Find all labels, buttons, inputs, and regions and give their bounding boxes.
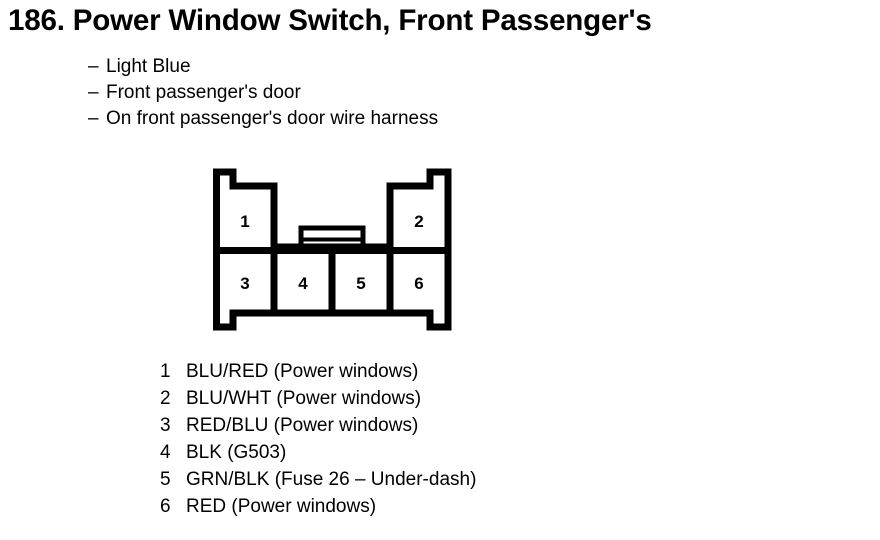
- connector-pin-label-1: 1: [240, 212, 249, 231]
- dash-bullet-icon: –: [88, 82, 99, 103]
- pin-legend-number: 1: [160, 361, 171, 382]
- pin-legend-row: 1 BLU/RED (Power windows): [160, 358, 760, 385]
- pin-legend-description: BLU/RED (Power windows): [186, 361, 419, 382]
- connector-pin-label-6: 6: [414, 274, 423, 293]
- pin-legend-row: 4 BLK (G503): [160, 439, 760, 466]
- pin-legend-list: 1 BLU/RED (Power windows) 2 BLU/WHT (Pow…: [160, 358, 760, 520]
- connector-pin-label-3: 3: [240, 274, 249, 293]
- pin-legend-number: 5: [160, 469, 171, 490]
- pin-legend-description: RED (Power windows): [186, 496, 377, 517]
- spec-list-item-color: – Light Blue: [88, 54, 688, 80]
- pin-legend-number: 3: [160, 415, 171, 436]
- pin-legend-description: BLU/WHT (Power windows): [186, 388, 422, 409]
- connector-outer-shell: [213, 168, 452, 331]
- connector-pin-label-4: 4: [298, 274, 308, 293]
- pin-legend-description: RED/BLU (Power windows): [186, 415, 419, 436]
- dash-bullet-icon: –: [88, 56, 99, 77]
- pin-legend-number: 2: [160, 388, 171, 409]
- pin-legend-description: GRN/BLK (Fuse 26 – Under-dash): [186, 469, 477, 490]
- pin-legend-number: 4: [160, 442, 171, 463]
- connector-diagram-svg: 1 2 3 4 5 6: [213, 168, 452, 331]
- spec-list-item-harness: – On front passenger's door wire harness: [88, 106, 688, 132]
- dash-bullet-icon: –: [88, 108, 99, 129]
- pin-legend-description: BLK (G503): [186, 442, 287, 463]
- pin-legend-row: 2 BLU/WHT (Power windows): [160, 385, 760, 412]
- connector-pin-label-5: 5: [356, 274, 365, 293]
- pin-legend-row: 6 RED (Power windows): [160, 493, 760, 520]
- pin-legend-row: 5 GRN/BLK (Fuse 26 – Under-dash): [160, 466, 760, 493]
- spec-label-harness: On front passenger's door wire harness: [106, 108, 439, 129]
- spec-list-item-location: – Front passenger's door: [88, 80, 688, 106]
- pin-legend-number: 6: [160, 496, 171, 517]
- spec-label-location: Front passenger's door: [106, 82, 301, 103]
- connector-diagram: 1 2 3 4 5 6: [205, 165, 465, 340]
- spec-list: – Light Blue – Front passenger's door – …: [88, 54, 688, 132]
- center-latch-tab-icon: [298, 225, 366, 253]
- spec-label-connector-color: Light Blue: [106, 56, 191, 77]
- connector-pin-label-2: 2: [414, 212, 423, 231]
- page-title: 186. Power Window Switch, Front Passenge…: [8, 4, 652, 37]
- pin-legend-row: 3 RED/BLU (Power windows): [160, 412, 760, 439]
